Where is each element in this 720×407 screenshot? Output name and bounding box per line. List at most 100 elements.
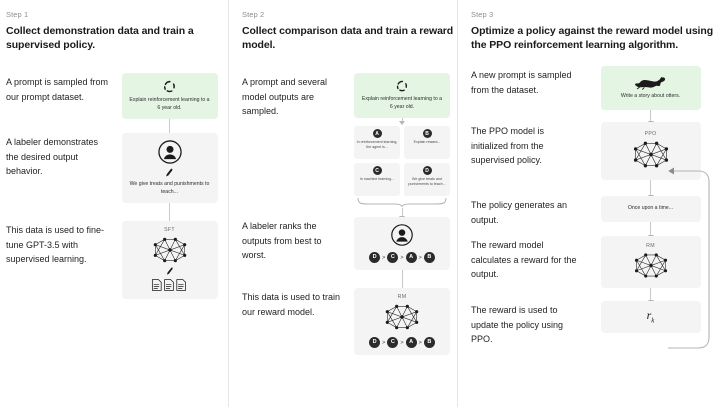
step-3-caption-4: The reward model calculates a reward for… [471,239,577,280]
step-1-title: Collect demonstration data and train a s… [6,25,194,52]
pen-icon [165,266,175,276]
step-2-label: Step 2 [242,10,265,19]
step-2-row-rank: A labeler ranks the outputs from best to… [242,217,457,294]
output-text-a: In reinforcement learning, the agent is.… [356,140,398,150]
step-3-row-output: The policy generates an output. Once upo… [471,195,720,239]
prompt-card-green: Explain reinforcement learning to a 6 ye… [354,72,450,119]
grouping-brace-icon [356,197,448,208]
sft-label: SFT [164,227,175,234]
step-3-caption-2: The PPO model is initialized from the su… [471,125,545,166]
ranking-row: D > C > A > B [369,337,435,349]
labeler-person-icon [390,223,414,247]
otter-icon [634,75,668,90]
step-1-visual-1: Explain reinforcement learning to a 6 ye… [111,72,228,139]
step-3-visual-5: rk [581,300,720,333]
labeler-demo-card: We give treats and punishments to teach.… [121,133,218,204]
output-badge-b: B [422,129,432,139]
step-3-row-rm: The reward model calculates a reward for… [471,235,720,304]
rank-pill-3: A [405,337,417,349]
step-1-row-prompt: A prompt is sampled from our prompt data… [6,72,228,139]
step-3-row-reward: The reward is used to update the policy … [471,300,720,347]
neural-network-icon [150,235,190,265]
neural-network-icon [631,251,671,280]
rank-separator: > [418,339,422,346]
step-3-caption-5: The reward is used to update the policy … [471,304,564,345]
output-badge-d: D [422,166,432,176]
prompt-card-text: Explain reinforcement learning to a 6 ye… [129,96,210,111]
rank-pill-1: D [369,337,381,349]
output-badge-a: A [372,129,382,139]
rm-label: RM [646,242,655,249]
step-2-caption-3: This data is used to train our reward mo… [242,292,341,317]
step-2-title: Collect comparison data and train a rewa… [242,25,454,52]
output-badge-c: C [372,166,382,176]
step-3-visual-2: PPO [581,121,720,199]
step-3-title: Optimize a policy against the reward mod… [471,25,714,52]
step-3-visual-3: Once upon a time... [581,195,720,239]
ppo-label: PPO [644,130,657,137]
step-3-label: Step 3 [471,10,494,19]
arrow-down [399,118,405,126]
output-text-c: In machine learning... [359,177,395,182]
reward-value-card: rk [600,300,701,333]
step-2-visual-1: Explain reinforcement learning to a 6 ye… [347,72,457,221]
step-2-caption-1: A prompt and several model outputs are s… [242,76,328,117]
recycle-loop-icon [395,79,409,93]
reward-symbol: r [646,308,652,323]
rank-separator: > [400,254,404,261]
policy-output-card: Once upon a time... [600,195,701,222]
step-3-row-prompt: A new prompt is sampled from the dataset… [471,65,720,125]
step-1-caption-3: This data is used to fine-tune GPT-3.5 w… [6,225,105,265]
step-2-visual-2: D > C > A > B [347,217,457,294]
prompt-card-green: Explain reinforcement learning to a 6 ye… [121,72,218,120]
rank-pill-1: D [369,252,381,264]
rank-pill-2: C [387,252,399,264]
rank-separator: > [382,339,386,346]
policy-output-text: Once upon a time... [627,204,674,211]
step-2-row-sample: A prompt and several model outputs are s… [242,72,457,221]
step-3-caption-1: A new prompt is sampled from the dataset… [471,69,572,95]
step-1-caption-2: A labeler demonstrates the desired outpu… [6,137,99,177]
rank-separator: > [400,339,404,346]
step-1-column: Step 1 Collect demonstration data and tr… [0,0,228,407]
rank-separator: > [382,254,386,261]
ranking-row: D > C > A > B [369,252,435,264]
step-2-row-rm: This data is used to train our reward mo… [242,288,457,356]
step-1-row-labeler: A labeler demonstrates the desired outpu… [6,133,228,229]
labeler-demo-text: We give treats and punishments to teach.… [129,181,210,195]
step-1-visual-2: We give treats and punishments to teach.… [111,133,228,229]
documents-icon [151,278,189,292]
neural-network-icon [382,302,422,332]
rank-pill-4: B [423,252,435,264]
reward-subscript: k [651,316,655,325]
labeler-person-icon [157,139,183,165]
model-output-c: C In machine learning... [354,163,400,197]
rank-pill-2: C [387,337,399,349]
step-3-visual-4: RM [581,235,720,304]
reward-formula: rk [647,308,655,324]
labeler-rank-card: D > C > A > B [354,217,450,271]
reward-model-card: RM [354,288,450,356]
step-1-visual-3: SFT [111,221,228,300]
step-2-visual-3: RM [347,288,457,356]
step-1-caption-1: A prompt is sampled from our prompt data… [6,76,109,102]
rm-label: RM [397,294,407,301]
step-1-row-sft: This data is used to fine-tune GPT-3.5 w… [6,221,228,300]
reward-model-card: RM [600,235,701,288]
prompt-card-green: Write a story about otters. [600,65,701,110]
model-output-a: A In reinforcement learning, the agent i… [354,126,400,160]
model-output-d: D We give treats and punishments to teac… [404,163,450,197]
neural-network-icon [630,139,672,170]
model-output-b: B Explain reward... [404,126,450,160]
step-1-label: Step 1 [6,10,29,19]
ppo-model-card: PPO [600,121,701,180]
step-2-column: Step 2 Collect comparison data and train… [228,0,457,407]
sft-card: SFT [121,221,218,300]
step-3-visual-1: Write a story about otters. [581,65,720,125]
output-text-b: Explain reward... [413,140,441,145]
rank-pill-3: A [405,252,417,264]
pen-icon [164,167,175,178]
prompt-card-text: Write a story about otters. [620,92,681,99]
output-text-d: We give treats and punishments to teach.… [408,177,446,187]
